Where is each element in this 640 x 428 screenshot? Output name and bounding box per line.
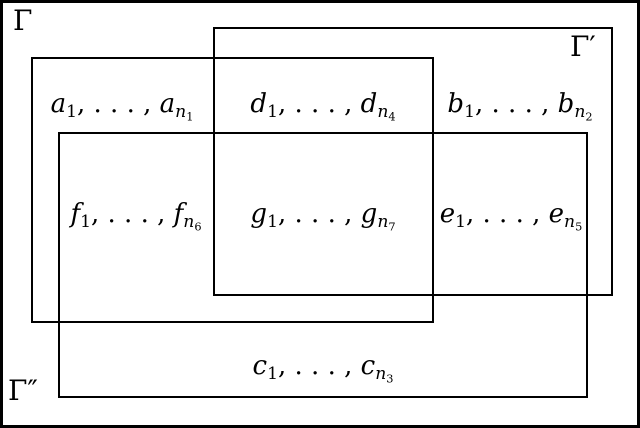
region-e-dots: , . . . , bbox=[466, 199, 549, 229]
region-e-sub-index: 5 bbox=[575, 219, 583, 234]
gamma-prime-set-rectangle bbox=[213, 27, 613, 296]
region-b-label: b1, . . . , bn2 bbox=[447, 89, 592, 122]
region-a-sub-var: n bbox=[175, 102, 187, 123]
region-b-first-index: 1 bbox=[464, 102, 475, 123]
region-e-label: e1, . . . , en5 bbox=[439, 199, 583, 232]
region-e-first-index: 1 bbox=[455, 212, 466, 233]
gamma-double-prime-set-rectangle bbox=[58, 132, 588, 398]
region-g-first-index: 1 bbox=[267, 212, 278, 233]
region-f-var2: f bbox=[173, 199, 184, 229]
region-a-label: a1, . . . , an1 bbox=[50, 89, 194, 122]
region-e-var2: e bbox=[548, 199, 565, 229]
region-a-sub-index: 1 bbox=[186, 109, 194, 124]
region-g-sub-index: 7 bbox=[388, 219, 396, 234]
region-b-dots: , . . . , bbox=[475, 89, 558, 119]
gamma-set-label: Γ bbox=[13, 4, 33, 37]
region-c-label: c1, . . . , cn3 bbox=[252, 351, 394, 384]
region-c-dots: , . . . , bbox=[278, 351, 361, 381]
region-d-dots: , . . . , bbox=[278, 89, 361, 119]
region-c-var2: c bbox=[360, 351, 376, 381]
region-d-label: d1, . . . , dn4 bbox=[250, 89, 395, 122]
region-f-sub-var: n bbox=[183, 212, 195, 233]
region-g-dots: , . . . , bbox=[278, 199, 361, 229]
region-d-sub-var: n bbox=[377, 102, 389, 123]
region-b-var2: b bbox=[557, 89, 575, 119]
region-g-sub-var: n bbox=[377, 212, 389, 233]
region-b-sub-var: n bbox=[574, 102, 586, 123]
region-b-var: b bbox=[447, 89, 465, 119]
region-d-first-index: 1 bbox=[267, 102, 278, 123]
region-g-var: g bbox=[250, 199, 268, 229]
region-d-var: d bbox=[250, 89, 268, 119]
region-b-sub-index: 2 bbox=[585, 109, 593, 124]
region-e-sub-var: n bbox=[564, 212, 576, 233]
region-f-var: f bbox=[70, 199, 81, 229]
region-a-var2: a bbox=[159, 89, 176, 119]
region-c-var: c bbox=[252, 351, 268, 381]
region-g-var2: g bbox=[360, 199, 378, 229]
region-a-dots: , . . . , bbox=[77, 89, 160, 119]
region-g-label: g1, . . . , gn7 bbox=[250, 199, 395, 232]
region-c-first-index: 1 bbox=[267, 364, 278, 385]
gamma-prime-set-label: Γ′ bbox=[570, 30, 596, 63]
region-c-sub-var: n bbox=[375, 364, 387, 385]
region-c-sub-index: 3 bbox=[386, 371, 394, 386]
region-f-label: f1, . . . , fn6 bbox=[70, 199, 201, 232]
region-a-first-index: 1 bbox=[66, 102, 77, 123]
region-f-sub-index: 6 bbox=[194, 219, 202, 234]
region-f-first-index: 1 bbox=[80, 212, 91, 233]
region-a-var: a bbox=[50, 89, 67, 119]
gamma-set-rectangle bbox=[31, 57, 434, 323]
region-d-var2: d bbox=[360, 89, 378, 119]
region-f-dots: , . . . , bbox=[91, 199, 174, 229]
region-d-sub-index: 4 bbox=[388, 109, 396, 124]
gamma-double-prime-set-label: Γ″ bbox=[8, 374, 38, 407]
region-e-var: e bbox=[439, 199, 456, 229]
